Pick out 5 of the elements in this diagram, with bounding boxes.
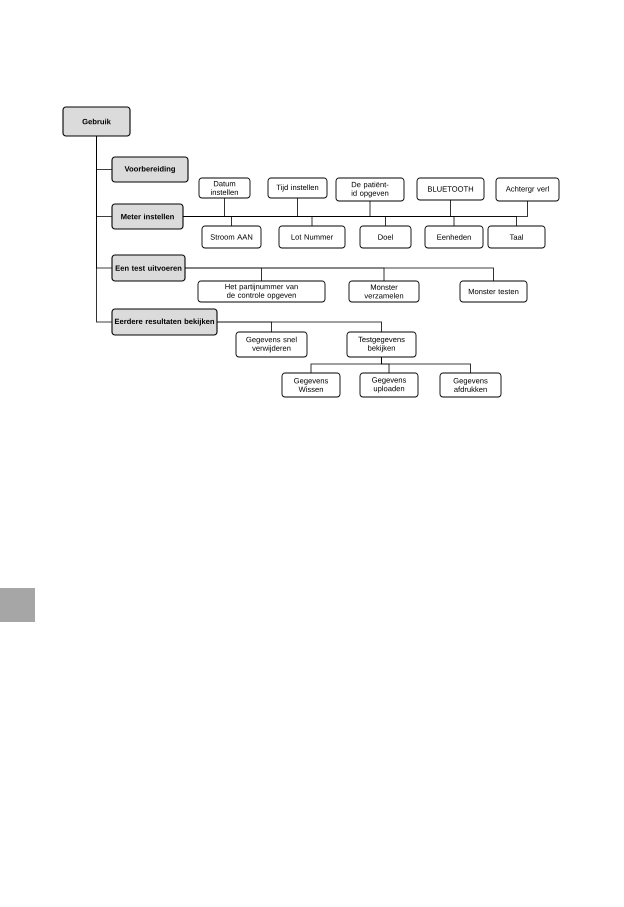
connector-line [381, 357, 471, 373]
connector-line [96, 136, 112, 322]
connector-line [185, 268, 494, 281]
connector-line [183, 216, 517, 226]
connector-line [217, 322, 382, 332]
